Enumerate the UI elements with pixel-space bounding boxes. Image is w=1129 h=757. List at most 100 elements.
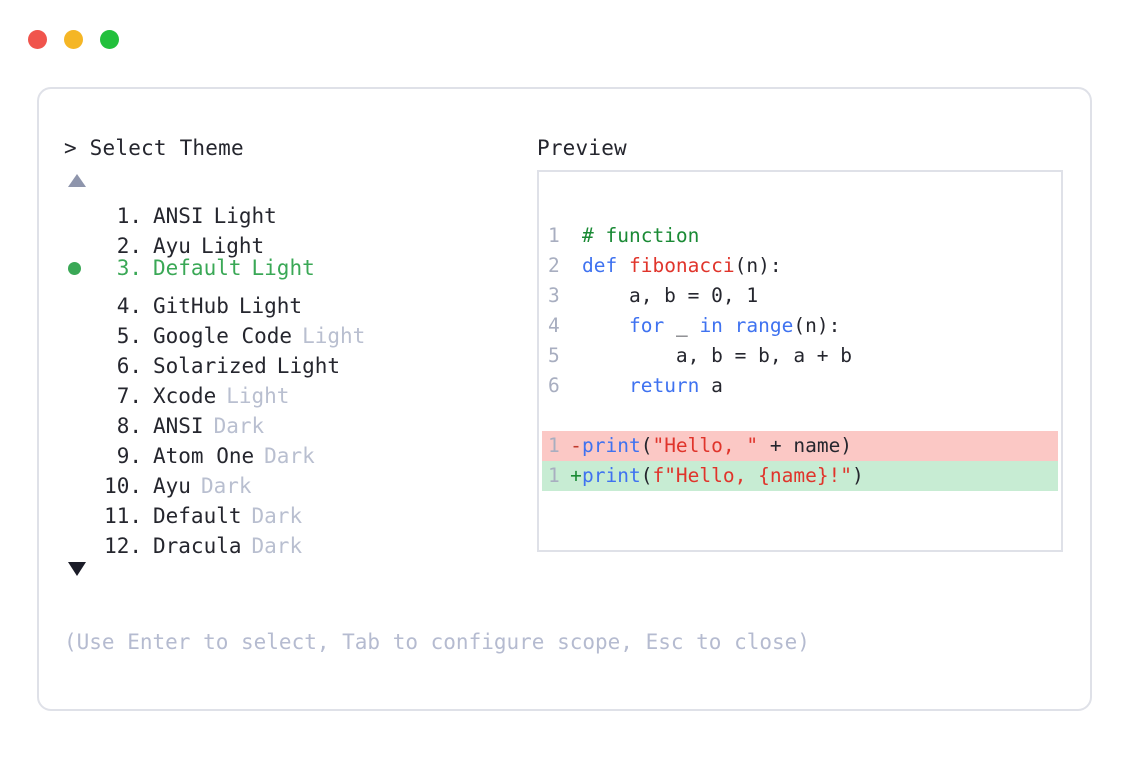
theme-item-name: Dracula — [153, 534, 242, 558]
theme-list-item[interactable]: 12. Dracula Dark — [64, 523, 534, 558]
keyboard-hint: (Use Enter to select, Tab to configure s… — [64, 630, 810, 654]
code-token: for — [628, 314, 665, 337]
code-line-text: for _ in range(n): — [582, 311, 840, 341]
scroll-up-arrow-icon[interactable] — [68, 174, 86, 187]
code-line-text: # function — [582, 221, 699, 251]
code-diff-separator — [542, 401, 1058, 431]
minimize-window-button[interactable] — [64, 30, 83, 49]
scroll-down-arrow-icon[interactable] — [68, 562, 86, 576]
code-token — [723, 314, 735, 337]
theme-list-item[interactable]: 3. Default Light — [64, 253, 534, 283]
code-line-text: a, b = b, a + b — [582, 341, 852, 371]
theme-list-item[interactable]: 6. Solarized Light — [64, 343, 534, 378]
code-token: print — [582, 464, 641, 487]
code-token: range — [734, 314, 794, 337]
theme-item-variant: Light — [226, 384, 290, 408]
selection-indicator-cell — [64, 343, 94, 373]
code-token: (n): — [734, 254, 782, 277]
selection-indicator-cell — [64, 313, 94, 343]
selection-indicator-cell — [64, 493, 94, 523]
code-token: a, b = — [582, 284, 712, 307]
diff-line-number: 1 — [548, 464, 560, 487]
theme-item-name: Default — [153, 256, 242, 280]
theme-item-index: 11. — [104, 504, 142, 528]
code-token: + name) — [758, 434, 853, 457]
code-line-number: 3 — [548, 284, 560, 307]
theme-item-index: 6. — [116, 354, 142, 378]
selection-indicator-cell — [64, 463, 94, 493]
theme-item-index: 3. — [116, 256, 142, 280]
code-token: print — [582, 434, 641, 457]
code-token: _ — [664, 314, 700, 337]
maximize-window-button[interactable] — [100, 30, 119, 49]
code-token: in — [699, 314, 723, 337]
theme-item-variant: Light — [302, 324, 366, 348]
theme-list-item[interactable]: 8. ANSI Dark — [64, 403, 534, 438]
code-token — [582, 374, 629, 397]
theme-item-name: Default — [153, 504, 242, 528]
theme-item-name: GitHub — [153, 294, 229, 318]
theme-list-item[interactable]: 10. Ayu Dark — [64, 463, 534, 498]
theme-item-index: 5. — [116, 324, 142, 348]
diff-line-number: 1 — [548, 434, 560, 457]
code-line-number: 4 — [548, 314, 560, 337]
theme-item-variant: Dark — [264, 444, 315, 468]
theme-item-index: 10. — [104, 474, 142, 498]
selection-indicator-cell — [64, 254, 94, 284]
code-token: a — [699, 374, 723, 397]
code-line: 3 a, b = 0, 1 — [542, 281, 1058, 311]
theme-item-name: ANSI — [153, 414, 204, 438]
code-line: 4 for _ in range(n): — [542, 311, 1058, 341]
theme-item-index: 9. — [116, 444, 142, 468]
theme-item-index: 12. — [104, 534, 142, 558]
code-token: ) — [852, 464, 864, 487]
selected-bullet-icon — [68, 262, 81, 275]
diff-minus-marker: - — [570, 434, 582, 457]
theme-item-name: Solarized — [153, 354, 267, 378]
window-controls — [28, 30, 119, 49]
theme-item-variant: Light — [276, 354, 341, 378]
theme-item-index: 8. — [116, 414, 142, 438]
code-line-text: return a — [582, 371, 723, 401]
selection-indicator-cell — [64, 193, 94, 223]
diff-line-text: print("Hello, " + name) — [582, 431, 852, 461]
code-line-number: 1 — [548, 224, 560, 247]
code-line-number: 6 — [548, 374, 560, 397]
close-window-button[interactable] — [28, 30, 47, 49]
theme-item-variant: Dark — [251, 534, 303, 558]
selection-indicator-cell — [64, 403, 94, 433]
diff-line-text: print(f"Hello, {name}!") — [582, 461, 864, 491]
code-token: ( — [640, 434, 653, 457]
preview-title: Preview — [537, 136, 627, 160]
theme-item-name: Xcode — [153, 384, 217, 408]
theme-item-variant: Dark — [200, 474, 252, 498]
theme-item-name: Ayu — [153, 474, 191, 498]
selection-indicator-cell — [64, 523, 94, 553]
selection-indicator-cell — [64, 433, 94, 463]
selection-indicator-cell — [64, 373, 94, 403]
diff-removed-line: 1-print("Hello, " + name) — [542, 431, 1058, 461]
code-token — [582, 314, 629, 337]
theme-item-variant: Light — [213, 204, 277, 228]
code-line-number: 5 — [548, 344, 560, 367]
theme-item-variant: Dark — [213, 414, 265, 438]
code-token: # function — [582, 224, 700, 247]
select-theme-prompt: > Select Theme — [64, 136, 244, 160]
code-line: 5 a, b = b, a + b — [542, 341, 1058, 371]
theme-item-variant: Light — [251, 256, 315, 280]
code-line: 1 # function — [542, 221, 1058, 251]
code-line-number: 2 — [548, 254, 560, 277]
